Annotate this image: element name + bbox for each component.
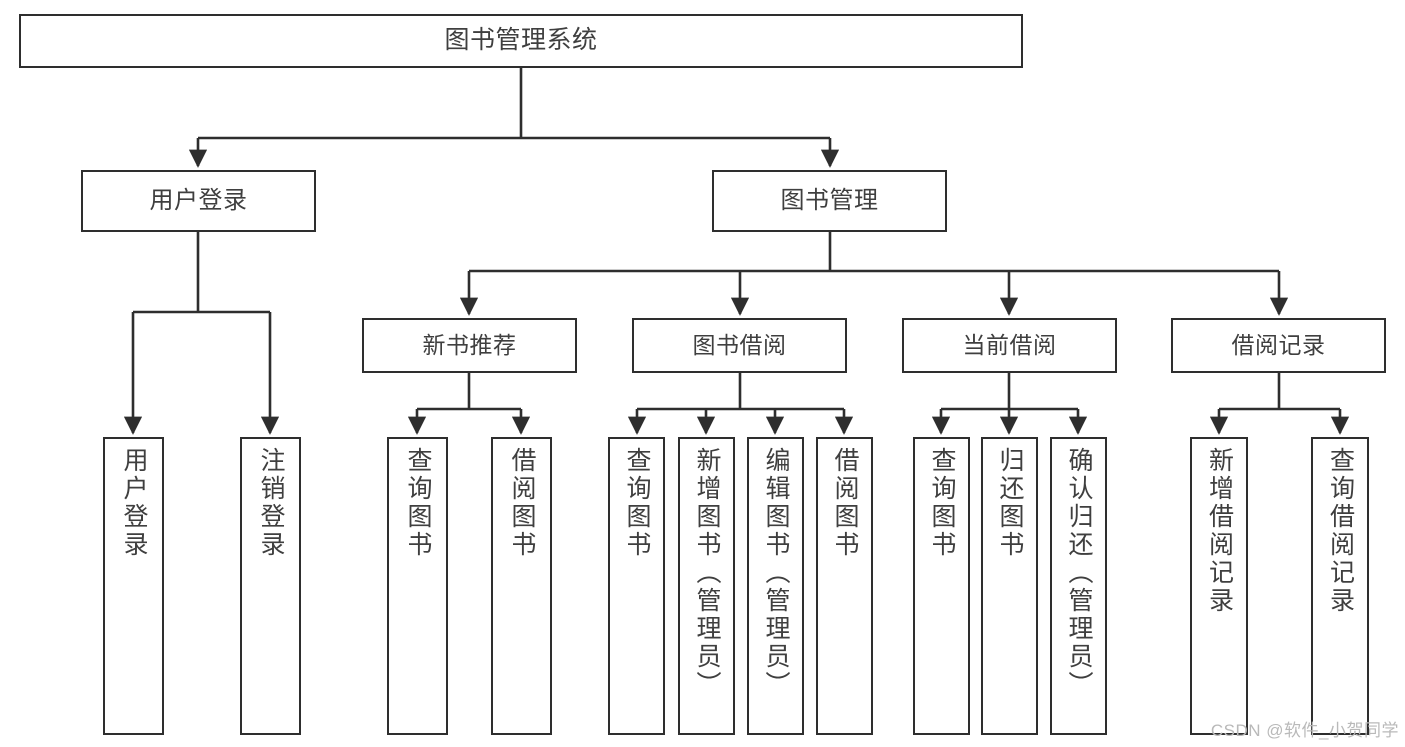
leaf-record-add-record[interactable]: 新增借阅记录: [1190, 437, 1248, 735]
node-current-borrow[interactable]: 当前借阅: [902, 318, 1117, 373]
leaf-current-confirm-return-admin[interactable]: 确认归还（管理员）: [1050, 437, 1107, 735]
leaf-user-login-signout[interactable]: 注销登录: [240, 437, 301, 735]
leaf-current-return-book[interactable]: 归还图书: [981, 437, 1038, 735]
leaf-borrow-add-book-admin[interactable]: 新增图书（管理员）: [678, 437, 735, 735]
node-root-system[interactable]: 图书管理系统: [19, 14, 1023, 68]
node-label: 图书管理: [780, 186, 879, 214]
leaf-newbook-borrow[interactable]: 借阅图书: [491, 437, 552, 735]
csdn-watermark: CSDN @软件_小贺同学: [1210, 721, 1399, 740]
node-label: 查询图书: [623, 447, 651, 559]
node-borrow-record[interactable]: 借阅记录: [1171, 318, 1386, 373]
leaf-borrow-query-book[interactable]: 查询图书: [608, 437, 665, 735]
node-label: 新增借阅记录: [1205, 447, 1234, 615]
node-label: 查询图书: [404, 447, 432, 559]
leaf-user-login-signin[interactable]: 用户登录: [103, 437, 164, 735]
node-label: 借阅记录: [1231, 331, 1326, 358]
node-new-book-recommend[interactable]: 新书推荐: [362, 318, 577, 373]
node-label: 当前借阅: [962, 331, 1057, 358]
node-label: 新书推荐: [422, 331, 517, 358]
node-label: 查询图书: [928, 447, 956, 559]
node-label: 确认归还（管理员）: [1065, 447, 1093, 699]
node-label: 图书管理系统: [444, 26, 598, 55]
node-label: 借阅图书: [831, 447, 859, 559]
node-label: 借阅图书: [508, 447, 536, 559]
node-label: 注销登录: [257, 447, 285, 559]
leaf-borrow-edit-book-admin[interactable]: 编辑图书（管理员）: [747, 437, 804, 735]
node-label: 用户登录: [149, 186, 248, 214]
node-book-management[interactable]: 图书管理: [712, 170, 947, 232]
node-label: 查询借阅记录: [1326, 447, 1355, 615]
leaf-newbook-query[interactable]: 查询图书: [387, 437, 448, 735]
node-label: 用户登录: [120, 447, 148, 559]
leaf-borrow-borrow-book[interactable]: 借阅图书: [816, 437, 873, 735]
node-label: 编辑图书（管理员）: [762, 447, 790, 699]
node-label: 归还图书: [996, 447, 1024, 559]
node-user-login[interactable]: 用户登录: [81, 170, 316, 232]
leaf-record-query-record[interactable]: 查询借阅记录: [1311, 437, 1369, 735]
leaf-current-query-book[interactable]: 查询图书: [913, 437, 970, 735]
node-label: 新增图书（管理员）: [693, 447, 721, 699]
node-label: 图书借阅: [692, 331, 787, 358]
node-book-borrow[interactable]: 图书借阅: [632, 318, 847, 373]
